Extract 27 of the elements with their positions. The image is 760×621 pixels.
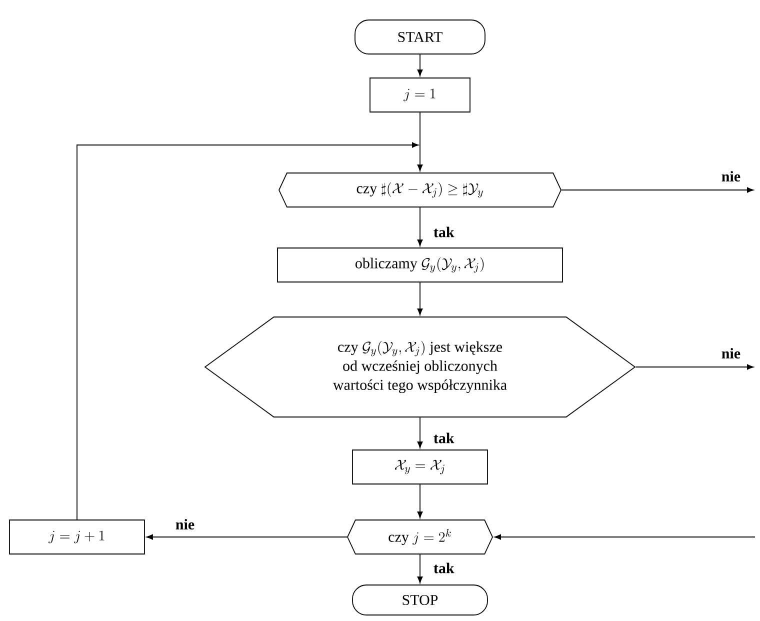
edge-label: tak (432, 226, 456, 238)
arrow (417, 554, 423, 584)
decision-hexagon: $\mbox{czy }j=2^k$ (347, 520, 493, 554)
edge-label: tak (432, 562, 456, 574)
decision-hexagon: $\mbox{czy }\sharp(\mathcal{X}-\mathcal{X}_j)\geq\sharp\mathcal{Y}_y$ (278, 172, 562, 208)
terminal-box: STOP (352, 584, 488, 616)
edge-label: nie (720, 170, 742, 183)
arrow (417, 484, 423, 518)
process-box: $j=1$ (370, 78, 470, 112)
process-box: $\mathcal{X}_y=\mathcal{X}_j$ (352, 450, 488, 484)
arrow (635, 364, 754, 370)
arrow (417, 112, 423, 172)
edge-label: nie (174, 518, 196, 531)
edge-label: nie (720, 347, 742, 360)
edge-label: tak (432, 432, 456, 444)
arrow (417, 207, 423, 246)
arrow (146, 534, 348, 540)
arrow (417, 417, 423, 448)
arrow (76, 142, 419, 520)
terminal-box: START (354, 20, 486, 54)
arrow (417, 54, 423, 76)
process-box: $\mbox{obliczamy }\mathcal{G}_y(\mathcal{Y}_y,\mathcal{X}_j)$ (277, 248, 563, 282)
arrow (417, 282, 423, 316)
decision-hexagon: $\begin{array}{c}\mbox{czy }\mathcal{G}_y(\mathcal{Y}_y,\mathcal{X}_j)\mbox{ jest większe}\\ \mbox{od wcześniej obliczonych}\\ \mbox{wartości tego współczynnika}\end{array}$ (204, 316, 636, 418)
arrow (561, 187, 754, 193)
process-box: $j=j+1$ (9, 520, 145, 554)
arrow (494, 534, 756, 540)
